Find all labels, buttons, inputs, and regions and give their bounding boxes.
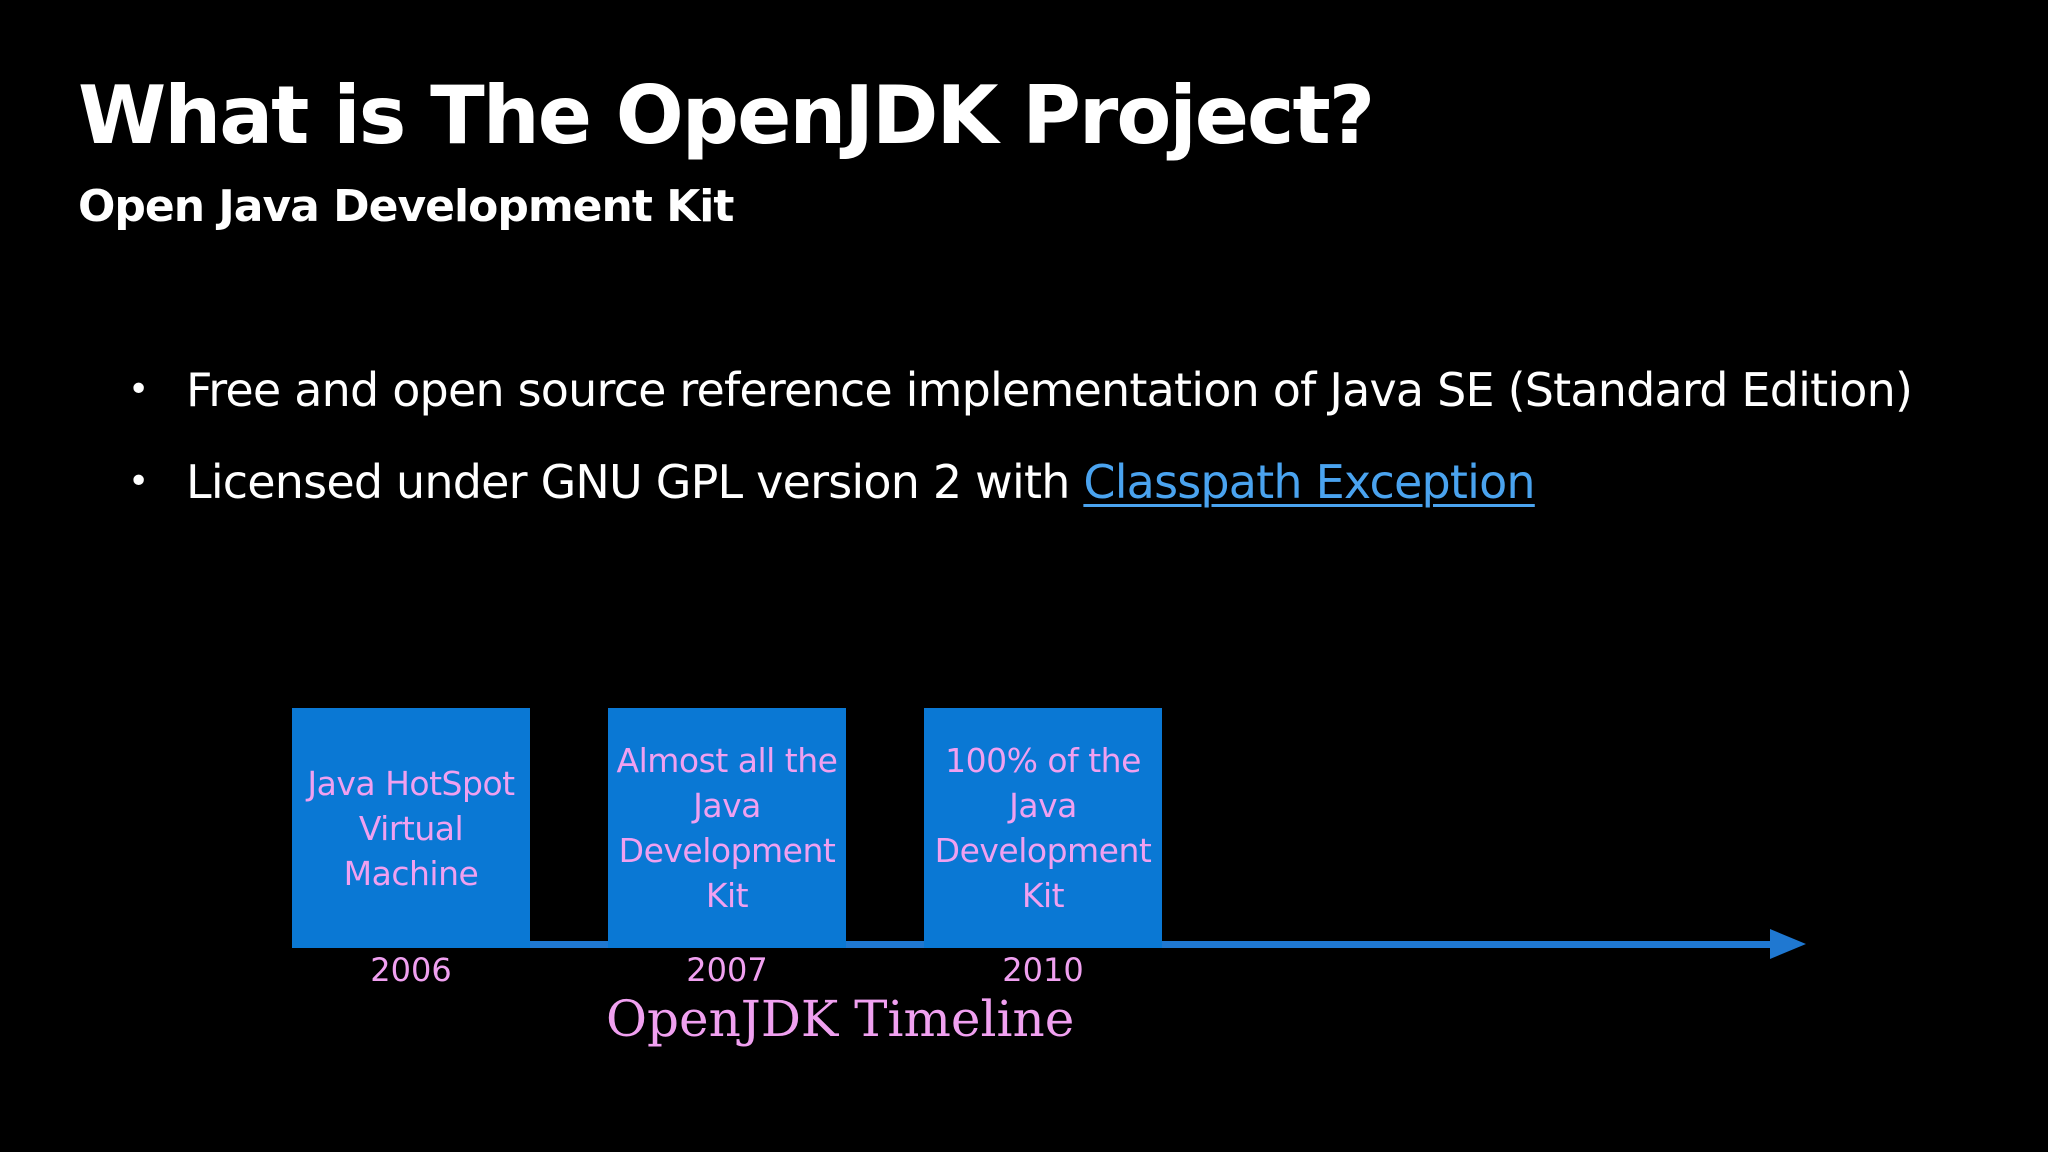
bullet-list: • Free and open source reference impleme… [124,355,1913,539]
timeline-milestone-2007: Almost all the Java Development Kit [608,708,846,948]
milestone-year: 2006 [370,951,452,989]
bullet-item: • Free and open source reference impleme… [124,355,1913,447]
bullet-text: Free and open source reference implement… [186,363,1913,417]
milestone-text: Almost all the Java Development Kit [616,741,838,915]
timeline-label: OpenJDK Timeline [606,990,1075,1048]
milestone-text: Java HotSpot Virtual Machine [307,763,515,893]
bullet-dot-icon: • [128,461,149,502]
bullet-dot-icon: • [128,369,149,410]
slide-subtitle: Open Java Development Kit [78,181,734,232]
timeline-milestone-2010: 100% of the Java Development Kit [924,708,1162,948]
timeline-arrow-icon [1770,929,1806,959]
milestone-year: 2007 [686,951,768,989]
milestone-text: 100% of the Java Development Kit [934,741,1152,915]
bullet-text: Licensed under GNU GPL version 2 with [186,455,1084,509]
slide-title: What is The OpenJDK Project? [78,69,1375,162]
milestone-year: 2010 [1002,951,1084,989]
classpath-exception-link[interactable]: Classpath Exception [1083,455,1535,509]
timeline-milestone-2006: Java HotSpot Virtual Machine [292,708,530,948]
bullet-item: • Licensed under GNU GPL version 2 with … [124,447,1912,539]
